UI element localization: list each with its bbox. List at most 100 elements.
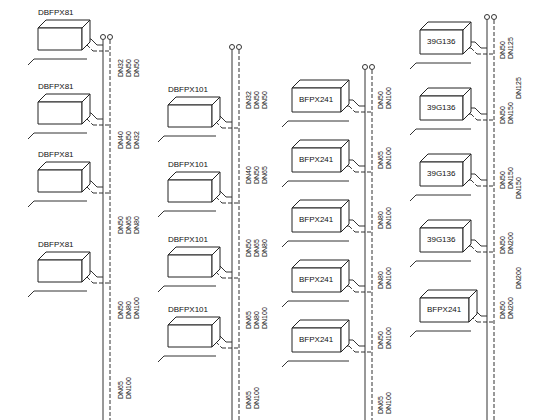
drain-pipe <box>477 120 494 121</box>
floor-slab <box>34 59 87 60</box>
cabinet-label: BFPX241 <box>299 215 333 225</box>
branch-pipe <box>475 240 481 246</box>
drain-pipe <box>216 122 222 128</box>
cabinet-outline <box>212 247 220 277</box>
drain-pipe <box>349 166 355 172</box>
drain-pipe <box>87 187 93 193</box>
pipe-size: DN65 <box>245 390 253 410</box>
branch-pipe <box>91 271 97 277</box>
drain-pipe <box>222 128 239 129</box>
pipe-size: DN65 <box>261 165 269 185</box>
pipe-size: DN80 <box>133 215 141 235</box>
cabinet-outline <box>420 162 463 186</box>
pipe-size: DN50 <box>499 105 507 125</box>
cabinet-label: 39G136 <box>427 235 455 245</box>
pipe-size: DN32 <box>117 58 125 78</box>
floor-slab <box>164 211 216 212</box>
pipe-size: DN125 <box>507 36 515 60</box>
pipe-size: DN200 <box>507 296 515 320</box>
riser-cap <box>370 65 375 70</box>
riser-cap <box>363 65 368 70</box>
branch-pipe <box>91 181 97 187</box>
floor-slab <box>282 181 288 187</box>
hydrant-cabinet: DBFPX81 <box>38 150 91 193</box>
floor-slab <box>416 129 471 130</box>
hydrant-cabinet: BFPX241 <box>292 200 350 233</box>
pipe-size: DN50 <box>377 90 385 110</box>
cabinet-outline <box>292 200 349 208</box>
pipe-size: DN50 <box>133 58 141 78</box>
pipe-size: DN100 <box>385 266 393 290</box>
drain-pipe <box>93 51 110 52</box>
drain-pipe <box>87 277 93 283</box>
pipe-size: DN50 <box>499 300 507 320</box>
pipe-size: DN40 <box>117 130 125 150</box>
drain-pipe <box>216 342 222 348</box>
cabinet-outline <box>292 320 349 328</box>
riser-cap <box>108 35 113 40</box>
branch-pipe <box>475 174 481 180</box>
branch-pipe <box>359 166 365 167</box>
pipe-size: DN100 <box>385 146 393 170</box>
floor-slab <box>282 361 288 367</box>
hydrant-cabinet: DBFPX101 <box>168 160 221 203</box>
drain-pipe <box>222 348 239 349</box>
pipe-size: DN100 <box>385 391 393 415</box>
floor-slab <box>416 195 471 196</box>
cabinet-outline <box>38 102 82 124</box>
pipe-size: DN100 <box>125 376 133 400</box>
branch-pipe <box>353 100 359 106</box>
floor-slab <box>416 331 471 332</box>
pipe-size: DN50 <box>125 58 133 78</box>
cabinet-outline <box>341 140 349 172</box>
pipe-size: DN65 <box>117 380 125 400</box>
drain-pipe <box>349 346 355 352</box>
cabinet-outline <box>82 20 90 50</box>
branch-pipe <box>353 220 359 226</box>
riser-pipe <box>103 40 104 420</box>
pipe-size: DN100 <box>385 206 393 230</box>
riser-pipe <box>365 70 366 420</box>
drain-pipe <box>93 125 110 126</box>
drain-pipe <box>87 119 93 125</box>
cabinet-outline <box>341 320 349 352</box>
pipe-size: DN100 <box>133 296 141 320</box>
pipe-size: DN125 <box>515 76 523 100</box>
branch-pipe <box>220 191 226 197</box>
drain-pipe <box>222 278 239 279</box>
pipe-size: DN100 <box>385 86 393 110</box>
cabinet-label: BFPX241 <box>427 305 461 315</box>
floor-slab <box>28 201 34 207</box>
branch-pipe <box>349 100 353 101</box>
riser-pipe <box>487 20 488 420</box>
hydrant-cabinet: 39G136 <box>420 220 472 253</box>
hydrant-cabinet: 39G136 <box>420 22 472 55</box>
pipe-size: DN100 <box>385 326 393 350</box>
cabinet-outline <box>469 290 477 322</box>
cabinet-outline <box>168 325 212 347</box>
cabinet-outline <box>292 328 341 352</box>
cabinet-outline <box>38 20 90 28</box>
pipe-size: DN150 <box>515 176 523 200</box>
drain-pipe <box>471 180 477 186</box>
riser-pipe <box>372 70 373 420</box>
floor-slab <box>416 261 471 262</box>
floor-slab <box>158 286 164 292</box>
riser-cap <box>492 15 497 20</box>
floor-slab <box>34 291 87 292</box>
branch-pipe <box>475 108 481 114</box>
drain-pipe <box>349 226 355 232</box>
floor-slab <box>288 361 349 362</box>
cabinet-outline <box>212 172 220 202</box>
pipe-size: DN65 <box>125 215 133 235</box>
branch-pipe <box>97 187 103 188</box>
floor-slab <box>164 286 216 287</box>
riser-cap <box>237 45 242 50</box>
pipe-size: DN80 <box>377 210 385 230</box>
branch-pipe <box>220 266 226 272</box>
pipe-size: DN50 <box>377 330 385 350</box>
drain-pipe <box>471 246 477 252</box>
drain-pipe <box>477 322 494 323</box>
pipe-size: DN32 <box>133 130 141 150</box>
